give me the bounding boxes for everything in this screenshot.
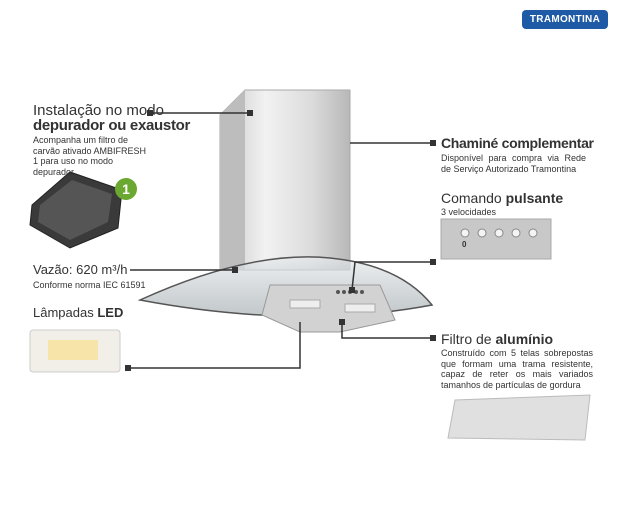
flow-desc: Conforme norma IEC 61591: [33, 280, 146, 290]
control-panel-image: [440, 218, 552, 260]
tramontina-logo: TRAMONTINA: [522, 10, 608, 29]
filter-desc: Construído com 5 telas sobrepostas que f…: [441, 348, 593, 390]
callout-markers: [125, 110, 436, 371]
hood-body: [261, 284, 396, 333]
aluminum-filter-image: [447, 394, 591, 441]
filter-number-badge: 1: [115, 178, 137, 200]
control-title: Comando pulsante: [441, 190, 564, 206]
flow-title: Vazão: 620 m³/h: [33, 262, 128, 277]
installation-title-bold: depurador ou exaustor: [33, 117, 191, 134]
carbon-filter-image: [29, 171, 123, 249]
led-lamp-image: [29, 329, 121, 373]
chimney: [219, 89, 351, 271]
chimney-desc: Disponível para compra via Rede de Servi…: [441, 153, 586, 174]
control-button-zero: 0: [462, 240, 467, 249]
control-desc: 3 velocidades: [441, 207, 497, 217]
filter-title: Filtro de alumínio: [441, 331, 554, 347]
installation-desc: Acompanha um filtro de carvão ativado AM…: [33, 135, 147, 177]
installation-title: Instalação no modo: [33, 102, 164, 119]
chimney-title: Chaminé complementar: [441, 135, 594, 151]
lamps-title: Lâmpadas LED: [33, 305, 124, 320]
callout-lines: [128, 112, 433, 369]
